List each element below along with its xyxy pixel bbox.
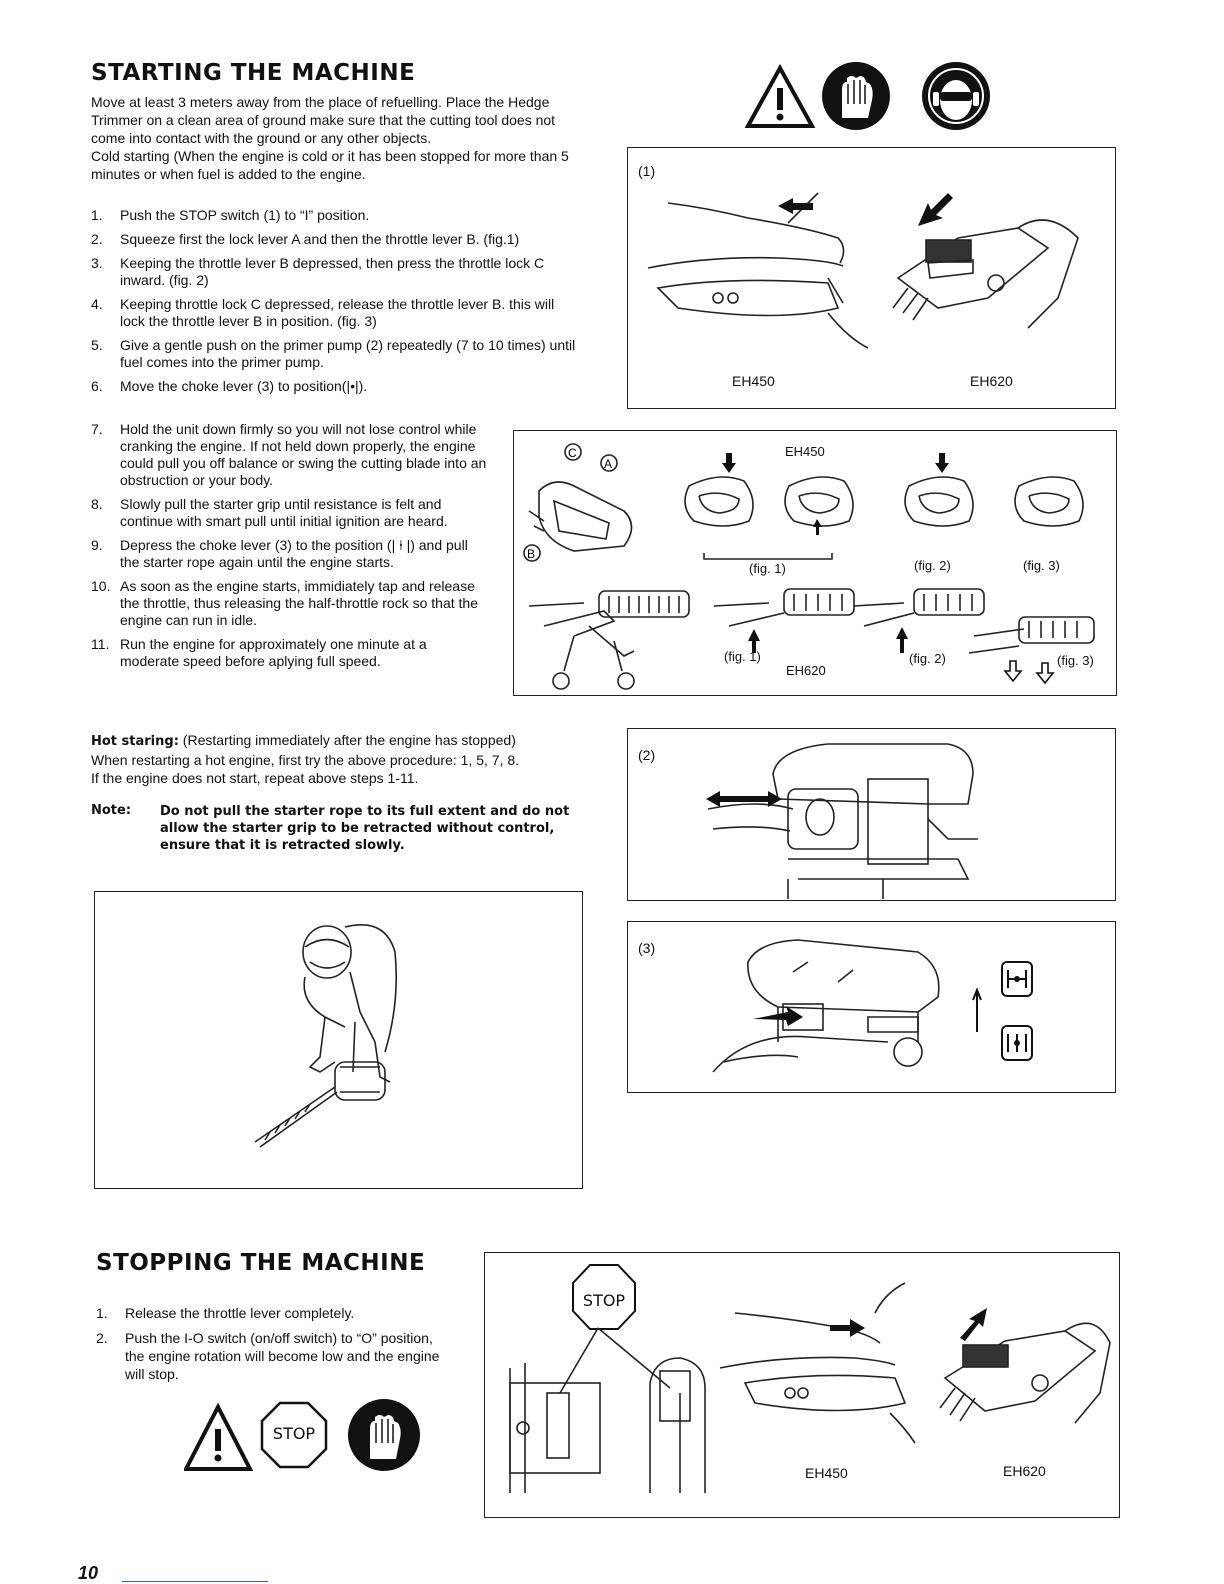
arrow-down-left-icon	[918, 193, 953, 226]
note-label: Note:	[91, 803, 132, 818]
list-item: 4.Keeping throttle lock C depressed, rel…	[91, 296, 555, 329]
eh620-switch-drawing	[892, 219, 1079, 329]
stop-sign-text: STOP	[272, 1424, 316, 1443]
grips-fig1b-label: (fig. 1)	[724, 649, 761, 664]
eh450-switch-drawing	[647, 192, 869, 349]
figure-1-stop-switch: (1) EH450 EH620	[627, 147, 1116, 409]
page-number: 10	[78, 1563, 99, 1583]
warning-icon	[184, 1402, 254, 1471]
stop-sign-text: STOP	[582, 1291, 626, 1310]
operator-drawing	[254, 923, 398, 1148]
stopping-steps: 1.Release the throttle lever completely.…	[96, 1305, 446, 1390]
letter-c-icon: C	[564, 443, 582, 461]
grips-fig2-label: (fig. 2)	[914, 558, 951, 573]
arrow-right-icon	[830, 1319, 865, 1337]
figure-throttle-grips: C A B	[513, 430, 1117, 696]
stop-eh450-label: EH450	[805, 1465, 848, 1481]
starting-title: STARTING THE MACHINE	[91, 60, 416, 86]
stopping-safety-icons: STOP	[184, 1395, 424, 1475]
letter-c: C	[568, 446, 577, 460]
grips-fig3b-label: (fig. 3)	[1057, 653, 1094, 668]
letter-a-icon: A	[600, 454, 618, 472]
letter-c-icon	[552, 672, 570, 690]
grips-fig1-label: (fig. 1)	[749, 561, 786, 576]
list-item: 2.Push the I-O switch (on/off switch) to…	[96, 1330, 440, 1382]
arrow-down-icon	[935, 453, 949, 473]
list-item: 3.Keeping the throttle lever B depressed…	[91, 255, 545, 288]
note-text: Do not pull the starter rope to its full…	[160, 804, 570, 853]
warning-icon	[744, 63, 816, 128]
figure-operator-holding-trimmer	[94, 891, 583, 1189]
arrow-down-icon	[722, 453, 736, 473]
arrow-up-icon	[896, 627, 908, 653]
figure-3-label: (3)	[638, 940, 656, 956]
switch-housing-drawing	[509, 1327, 706, 1493]
cold-start-text: Cold starting (When the engine is cold o…	[91, 148, 569, 182]
gloves-icon	[348, 1399, 420, 1471]
starting-steps-cont: 7.Hold the unit down firmly so you will …	[91, 421, 489, 677]
hot-starting-label: Hot staring:	[91, 734, 179, 749]
eh620-label: EH620	[970, 373, 1013, 389]
eh620-stop-drawing	[939, 1322, 1111, 1424]
letter-b-icon	[617, 672, 635, 690]
grips-fig2b-label: (fig. 2)	[909, 651, 946, 666]
arrow-up-icon	[813, 519, 822, 535]
letter-b-icon: B	[523, 544, 541, 562]
figure-2-primer-pump: (2)	[627, 728, 1116, 901]
primer-pump-drawing	[707, 743, 978, 899]
list-item: 8.Slowly pull the starter grip until res…	[91, 496, 448, 529]
stopping-title: STOPPING THE MACHINE	[96, 1250, 426, 1276]
list-item: 1.Push the STOP switch (1) to “I” positi…	[91, 207, 370, 223]
arrow-up-line-icon	[972, 987, 982, 1032]
eh450-grip-hands	[684, 476, 1084, 560]
starting-steps: 1.Push the STOP switch (1) to “I” positi…	[91, 207, 579, 402]
figure-2-label: (2)	[638, 747, 656, 763]
intro-text: Move at least 3 meters away from the pla…	[91, 94, 556, 146]
stop-eh620-label: EH620	[1003, 1463, 1046, 1479]
choke-lever-drawing	[712, 939, 940, 1073]
starting-intro: Move at least 3 meters away from the pla…	[91, 93, 579, 183]
list-item: 9.Depress the choke lever (3) to the pos…	[91, 537, 468, 570]
list-item: 2.Squeeze first the lock lever A and the…	[91, 231, 520, 247]
arrow-up-right-icon	[960, 1308, 987, 1341]
handle-drawing	[528, 481, 633, 552]
list-item: 5.Give a gentle push on the primer pump …	[91, 337, 576, 370]
hot-starting: Hot staring: (Restarting immediately aft…	[91, 732, 520, 786]
stop-sign-icon	[260, 1401, 328, 1469]
eh450-stop-drawing	[719, 1282, 916, 1444]
figure-3-choke-lever: (3)	[627, 921, 1116, 1093]
grips-fig3-label: (fig. 3)	[1023, 558, 1060, 573]
arrow-up-icon	[748, 629, 760, 653]
list-item: 1.Release the throttle lever completely.	[96, 1305, 355, 1321]
list-item: 6.Move the choke lever (3) to position(|…	[91, 378, 368, 394]
stop-sign-icon	[572, 1264, 636, 1330]
list-item: 11.Run the engine for approximately one …	[91, 636, 427, 669]
choke-closed-icon	[1001, 1025, 1033, 1061]
figure-stop-switch: STOP EH450 EH620	[484, 1252, 1120, 1518]
eye-ear-protection-icon	[922, 62, 990, 130]
list-item: 10.As soon as the engine starts, immidia…	[91, 578, 478, 628]
outline-arrow-down-icon	[1003, 660, 1023, 683]
safety-icons	[744, 60, 994, 132]
footer-link-underline	[122, 1581, 268, 1582]
eh450-label: EH450	[732, 373, 775, 389]
double-arrow-icon	[706, 791, 782, 807]
letter-b: B	[527, 547, 535, 561]
choke-arrow-icon	[753, 1006, 803, 1026]
arrow-left-icon	[778, 198, 813, 214]
grips-eh620-label: EH620	[786, 663, 826, 678]
eh620-grip-drawing	[528, 588, 1095, 672]
gloves-icon	[822, 62, 890, 130]
outline-arrow-down-icon	[1035, 662, 1055, 685]
figure-1-label: (1)	[638, 163, 656, 179]
letter-a: A	[604, 457, 612, 471]
grips-eh450-label: EH450	[785, 444, 825, 459]
choke-open-icon	[1001, 961, 1033, 997]
list-item: 7.Hold the unit down firmly so you will …	[91, 421, 487, 488]
